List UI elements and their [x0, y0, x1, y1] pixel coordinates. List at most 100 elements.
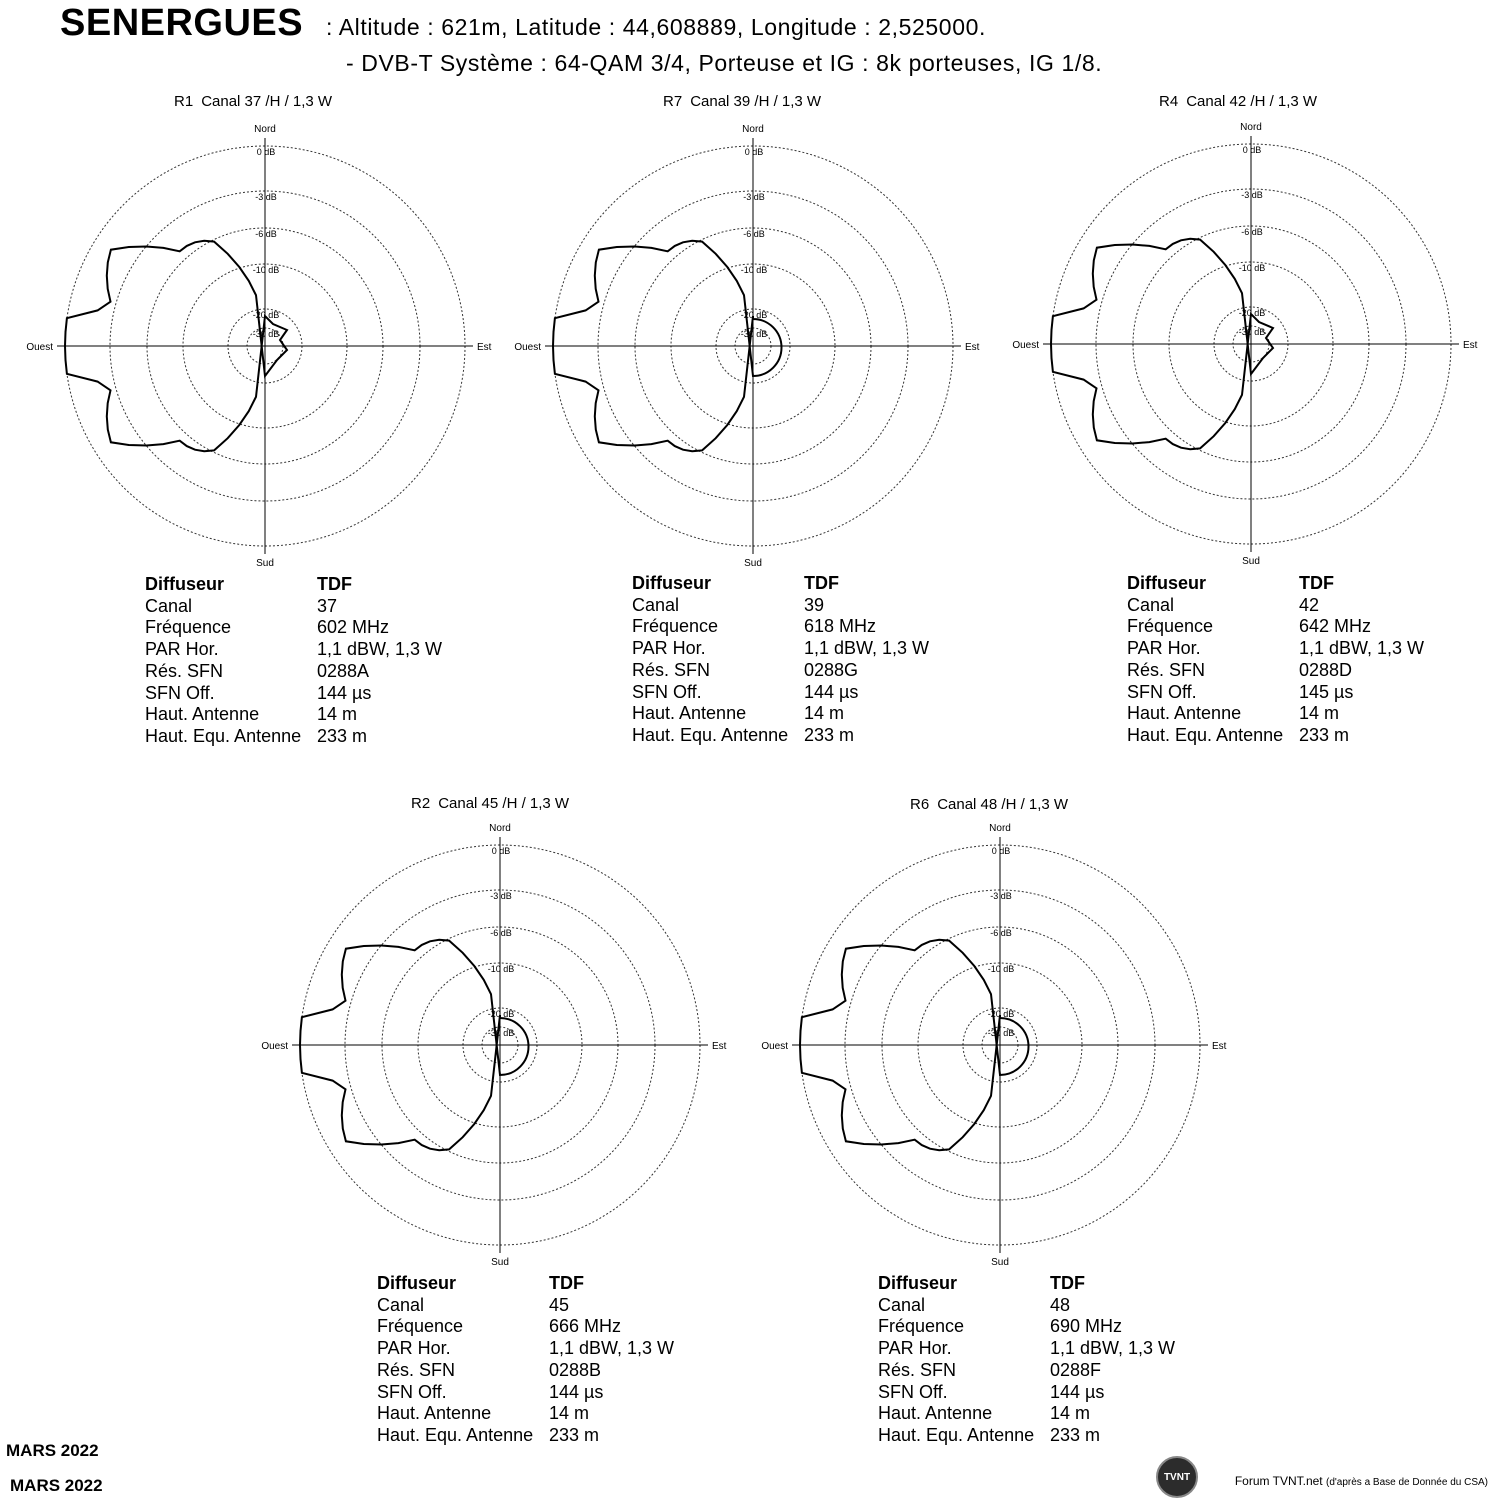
db-ring-label: -20 dB [253, 310, 280, 320]
compass-north: Nord [989, 823, 1011, 834]
info-value: 0288A [317, 660, 370, 681]
radiation-pattern [798, 938, 1030, 1152]
info-key: SFN Off. [145, 682, 215, 703]
info-key: Canal [145, 595, 193, 616]
info-value: 642 MHz [1299, 616, 1372, 637]
info-key: SFN Off. [878, 1381, 948, 1402]
compass-west: Ouest [26, 342, 53, 353]
info-value: 39 [804, 594, 825, 615]
info-value: 14 m [1299, 703, 1340, 724]
footer-text: Forum TVNT.net [1234, 1474, 1323, 1488]
info-value: TDF [317, 574, 352, 594]
info-key: Haut. Antenne [878, 1403, 993, 1424]
info-value: 0288G [804, 659, 859, 680]
chart-title: R6 Canal 48 /H / 1,3 W [910, 796, 1068, 813]
info-key: SFN Off. [1127, 681, 1197, 702]
info-value: 0288F [1050, 1359, 1102, 1380]
info-key: Diffuseur [878, 1273, 958, 1293]
compass-south: Sud [1242, 556, 1260, 567]
info-value: TDF [549, 1273, 584, 1293]
info-value: 233 m [549, 1424, 600, 1445]
canal-label: Canal 45 /H / 1,3 W [438, 795, 570, 812]
compass-south: Sud [991, 1257, 1009, 1268]
compass-north: Nord [489, 823, 511, 834]
info-key: Rés. SFN [377, 1359, 456, 1380]
info-key: Fréquence [377, 1316, 464, 1337]
header-line-dvbt: - DVB-T Système : 64-QAM 3/4, Porteuse e… [346, 50, 1103, 76]
info-value: 1,1 dBW, 1,3 W [1050, 1338, 1176, 1359]
db-ring-label: -3 dB [743, 192, 765, 202]
info-value: 1,1 dBW, 1,3 W [317, 639, 443, 660]
info-value: 14 m [317, 704, 358, 725]
info-key: SFN Off. [377, 1381, 447, 1402]
info-value: 14 m [804, 703, 845, 724]
db-ring-label: 0 dB [492, 846, 511, 856]
info-value: 144 µs [317, 682, 372, 703]
mux-label: R4 [1159, 93, 1179, 110]
radiation-pattern [551, 239, 783, 453]
db-ring-label: -20 dB [1239, 308, 1266, 318]
info-key: Fréquence [145, 617, 232, 638]
compass-east: Est [965, 342, 980, 353]
info-value: 1,1 dBW, 1,3 W [804, 638, 930, 659]
db-ring-label: -30 dB [741, 329, 768, 339]
mux-label: R6 [910, 796, 930, 813]
info-key: Haut. Antenne [1127, 703, 1242, 724]
mux-label: R2 [411, 795, 431, 812]
db-ring-label: -3 dB [255, 192, 277, 202]
info-value: TDF [1299, 573, 1334, 593]
db-ring-label: -6 dB [490, 928, 512, 938]
compass-south: Sud [256, 558, 274, 569]
info-key: Rés. SFN [1127, 659, 1206, 680]
compass-south: Sud [491, 1257, 509, 1268]
db-ring-label: -3 dB [990, 891, 1012, 901]
db-ring-label: -10 dB [988, 964, 1015, 974]
info-key: SFN Off. [632, 681, 702, 702]
info-key: Haut. Equ. Antenne [878, 1424, 1035, 1445]
info-value: 233 m [804, 724, 855, 745]
db-ring-label: -30 dB [988, 1028, 1015, 1038]
info-value: TDF [804, 573, 839, 593]
info-value: 145 µs [1299, 681, 1354, 702]
info-key: Haut. Equ. Antenne [632, 724, 789, 745]
info-value: 144 µs [804, 681, 859, 702]
compass-west: Ouest [761, 1041, 788, 1052]
chart-title: R4 Canal 42 /H / 1,3 W [1159, 93, 1317, 110]
info-value: 1,1 dBW, 1,3 W [549, 1338, 675, 1359]
canal-label: Canal 42 /H / 1,3 W [1186, 93, 1318, 110]
radiation-pattern [1049, 237, 1275, 451]
info-key: Haut. Equ. Antenne [145, 725, 302, 746]
compass-west: Ouest [1012, 340, 1039, 351]
info-key: Haut. Antenne [632, 703, 747, 724]
info-value: 666 MHz [549, 1316, 622, 1337]
info-key: PAR Hor. [145, 639, 219, 660]
compass-west: Ouest [261, 1041, 288, 1052]
info-value: 48 [1050, 1294, 1071, 1315]
info-key: Diffuseur [1127, 573, 1207, 593]
db-ring-label: -20 dB [741, 310, 768, 320]
info-key: Canal [632, 594, 680, 615]
info-value: 690 MHz [1050, 1316, 1123, 1337]
info-value: 602 MHz [317, 617, 390, 638]
tvnt-logo: TVNT [1156, 1456, 1198, 1498]
db-ring-label: -3 dB [490, 891, 512, 901]
info-key: Canal [878, 1294, 926, 1315]
info-key: Rés. SFN [632, 659, 711, 680]
info-value: 144 µs [1050, 1381, 1105, 1402]
info-key: Fréquence [878, 1316, 965, 1337]
canal-label: Canal 37 /H / 1,3 W [201, 93, 333, 110]
canal-label: Canal 48 /H / 1,3 W [937, 796, 1069, 813]
info-key: Haut. Equ. Antenne [377, 1424, 534, 1445]
db-ring-label: -20 dB [988, 1009, 1015, 1019]
info-key: Canal [377, 1294, 425, 1315]
info-value: 233 m [1299, 724, 1350, 745]
radiation-pattern [298, 938, 530, 1152]
mux-label: R7 [663, 93, 683, 110]
compass-east: Est [712, 1041, 727, 1052]
compass-west: Ouest [514, 342, 541, 353]
db-ring-label: -3 dB [1241, 190, 1263, 200]
